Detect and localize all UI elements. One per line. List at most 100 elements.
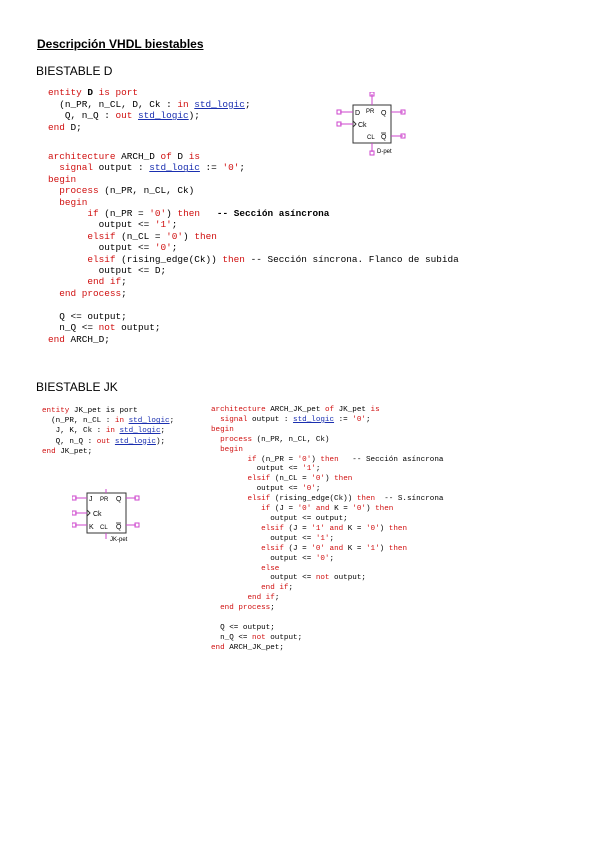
code-token: -- Sección síncrona. Flanco de subida — [244, 253, 459, 265]
code-line: elsif (n_CL = '0') then — [211, 475, 443, 485]
code-token: end — [211, 643, 230, 652]
code-token: '0' — [352, 415, 366, 424]
d-flipflop-symbol: D PR Q Ck CL Q D-pet — [336, 91, 406, 161]
code-line: begin — [48, 174, 459, 185]
symbol-name-label: D-pet — [377, 149, 392, 155]
code-line: begin — [211, 446, 443, 456]
code-token: '0' — [154, 242, 172, 254]
code-token: if — [48, 208, 105, 220]
code-token: ; — [87, 447, 93, 456]
pin-qn-label: Q — [381, 134, 387, 141]
code-line: else — [211, 565, 443, 575]
code-token: (J = — [288, 544, 312, 553]
code-line: end if; — [211, 594, 443, 604]
code-token: '1' — [365, 544, 380, 553]
section-heading-jk: BIESTABLE JK — [36, 380, 118, 394]
code-token: and — [311, 505, 335, 514]
code-line: end process; — [48, 288, 459, 299]
code-token: ; — [288, 584, 294, 593]
code-line: end ARCH_D; — [48, 334, 459, 345]
code-token: D — [87, 87, 94, 98]
code-line: end JK_pet; — [42, 447, 174, 457]
code-token: ) — [311, 455, 321, 464]
code-token: ) — [324, 475, 335, 484]
code-token: output <= — [211, 534, 316, 543]
code-line: process (n_PR, n_CL, Ck) — [48, 185, 459, 196]
code-token: output <= — [211, 465, 303, 474]
code-line: output <= '0'; — [211, 485, 443, 495]
code-token: K = — [334, 505, 353, 514]
code-token: elsif — [48, 253, 122, 265]
pin-cl-label: CL — [367, 135, 375, 141]
jk-pin-q-label: Q — [116, 496, 122, 503]
code-line: (n_PR, n_CL : in std_logic; — [42, 416, 174, 426]
code-token: ) — [365, 505, 376, 514]
code-line: if (n_PR = '0') then -- Sección asíncron… — [48, 208, 459, 219]
code-token: out — [96, 437, 115, 446]
code-token: elsif — [211, 544, 289, 553]
code-token: begin — [211, 425, 234, 434]
code-token: := — [199, 162, 223, 174]
code-token: ); — [188, 110, 200, 122]
code-token: '0' — [302, 485, 316, 494]
code-token: '0' — [311, 544, 325, 553]
code-token: '1' — [315, 534, 330, 543]
code-line: n_Q <= not output; — [211, 634, 443, 644]
code-line: elsif (rising_edge(Ck)) then -- Sección … — [48, 253, 459, 265]
code-block-jk-entity: entity JK_pet is port (n_PR, n_CL : in s… — [42, 406, 174, 457]
code-token: std_logic — [194, 98, 245, 110]
code-token: ; — [274, 594, 280, 603]
code-line: output <= '0'; — [48, 242, 459, 253]
code-token: ; — [239, 162, 245, 174]
code-token: is port — [93, 87, 139, 98]
code-token: end process — [211, 604, 271, 613]
pin-d-label: D — [355, 110, 360, 117]
code-line: if (n_PR = '0') then -- Sección asíncron… — [211, 456, 443, 466]
code-line: J, K, Ck : in std_logic; — [42, 426, 174, 436]
code-token: '1' — [311, 524, 325, 533]
code-token: signal — [48, 162, 99, 174]
code-token: '0' — [365, 524, 380, 533]
code-token: ; — [104, 333, 110, 345]
code-token: -- Sección asíncrona — [338, 455, 444, 464]
code-token: ARCH_JK_pet — [270, 406, 321, 414]
code-token: (rising_edge(Ck)) — [274, 495, 357, 504]
code-token: ARCH_D — [70, 333, 105, 345]
code-token: output : — [252, 415, 294, 424]
code-token: process — [211, 435, 257, 444]
code-token: not — [252, 633, 271, 642]
jk-pin-cl-label: CL — [100, 525, 108, 531]
code-token: '1' — [154, 219, 172, 231]
code-token: std_logic — [149, 162, 200, 174]
code-token: and — [324, 544, 348, 553]
code-token: -- S.síncrona — [375, 495, 444, 504]
code-token: '0' — [297, 505, 312, 514]
code-token: of — [320, 406, 339, 414]
code-line: output <= '1'; — [48, 219, 459, 230]
code-token: n_Q <= — [48, 322, 99, 334]
code-token: signal — [211, 415, 253, 424]
jk-symbol-name-label: JK-pet — [110, 537, 128, 543]
code-token: if — [211, 505, 275, 514]
code-token: end — [42, 447, 61, 456]
code-token: ; — [169, 417, 175, 426]
code-token: Q <= output; — [211, 623, 275, 632]
code-token: JK_pet — [73, 407, 102, 415]
code-token: out — [115, 110, 139, 122]
code-line: end D; — [48, 122, 251, 134]
code-token: '0' — [352, 505, 366, 514]
code-token: K = — [347, 524, 366, 533]
code-token: ) — [183, 230, 195, 242]
jk-pin-j-label: J — [89, 496, 93, 503]
code-token: ARCH_JK_pet — [229, 643, 280, 652]
code-token: output : — [98, 162, 150, 174]
code-token: in — [177, 98, 195, 110]
code-token: (J = — [274, 505, 298, 514]
code-token: process — [48, 185, 105, 197]
code-token: ; — [76, 121, 82, 133]
code-token: '0' — [166, 230, 184, 242]
code-token: '1' — [302, 465, 316, 474]
code-token: ; — [121, 287, 127, 299]
code-token: elsif — [211, 524, 289, 533]
code-token: architecture — [48, 151, 122, 162]
